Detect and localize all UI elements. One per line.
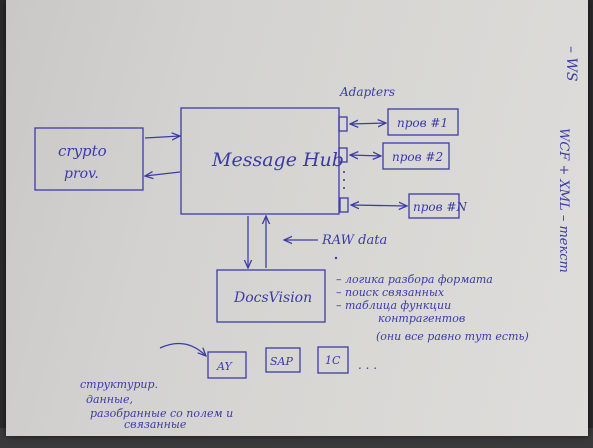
arrow-structured-to-systems xyxy=(159,342,206,357)
sap-label: SAP xyxy=(270,355,293,368)
arrow-adapter-n xyxy=(351,205,407,206)
arrow-crypto-to-hub xyxy=(144,136,180,138)
provider-n-label: пров #N xyxy=(413,200,467,214)
adapter-2 xyxy=(338,147,348,163)
crypto-box xyxy=(34,127,144,191)
paper-sheet xyxy=(6,0,588,436)
docsvision-box xyxy=(216,269,326,323)
crypto-label-line2: prov. xyxy=(64,166,99,182)
provider-1-label: пров #1 xyxy=(397,116,448,130)
ellipsis-label: . . . xyxy=(358,358,377,372)
adapters-label: Adapters xyxy=(339,85,395,99)
docsvision-note-4: контрагентов xyxy=(378,312,465,325)
provider-n-box xyxy=(408,193,460,219)
adapter-1 xyxy=(338,116,348,132)
adapter-dot xyxy=(343,179,345,181)
arrow-adapter-1 xyxy=(350,123,386,124)
docsvision-note-3: – таблица функции xyxy=(336,299,451,312)
crypto-label-line1: crypto xyxy=(58,142,107,160)
provider-1-box xyxy=(387,108,459,136)
arrow-adapter-2 xyxy=(350,155,381,156)
adapter-dot xyxy=(343,171,345,173)
message-hub-label: Message Hub xyxy=(211,149,344,171)
structured-note-3: разобранные со полем и xyxy=(90,407,233,420)
docsvision-note-1: – логика разбора формата xyxy=(336,273,493,286)
structured-note-1: структурир. xyxy=(80,378,158,391)
docsvision-note-2: – поиск связанных xyxy=(336,286,445,299)
arrow-hub-to-crypto xyxy=(145,172,181,176)
docsvision-note-5: (они все равно тут есть) xyxy=(376,330,529,343)
one-c-box xyxy=(317,346,349,374)
right-note-ws: – WS xyxy=(563,46,579,81)
one-c-label: 1C xyxy=(325,354,341,367)
structured-note-4: связанные xyxy=(124,418,187,431)
ay-label: AY xyxy=(216,360,233,373)
raw-data-label: RAW data xyxy=(321,233,387,248)
sap-box xyxy=(265,347,301,373)
ay-box xyxy=(207,351,247,379)
right-note-wcf: WCF + XML – текст xyxy=(556,128,571,273)
docsvision-label: DocsVision xyxy=(233,290,312,306)
structured-note-2: данные, xyxy=(86,393,133,406)
provider-2-box xyxy=(382,142,450,170)
provider-2-label: пров #2 xyxy=(392,150,443,164)
adapter-n xyxy=(339,197,349,213)
ink-dot xyxy=(334,256,338,260)
adapter-dot xyxy=(343,187,345,189)
